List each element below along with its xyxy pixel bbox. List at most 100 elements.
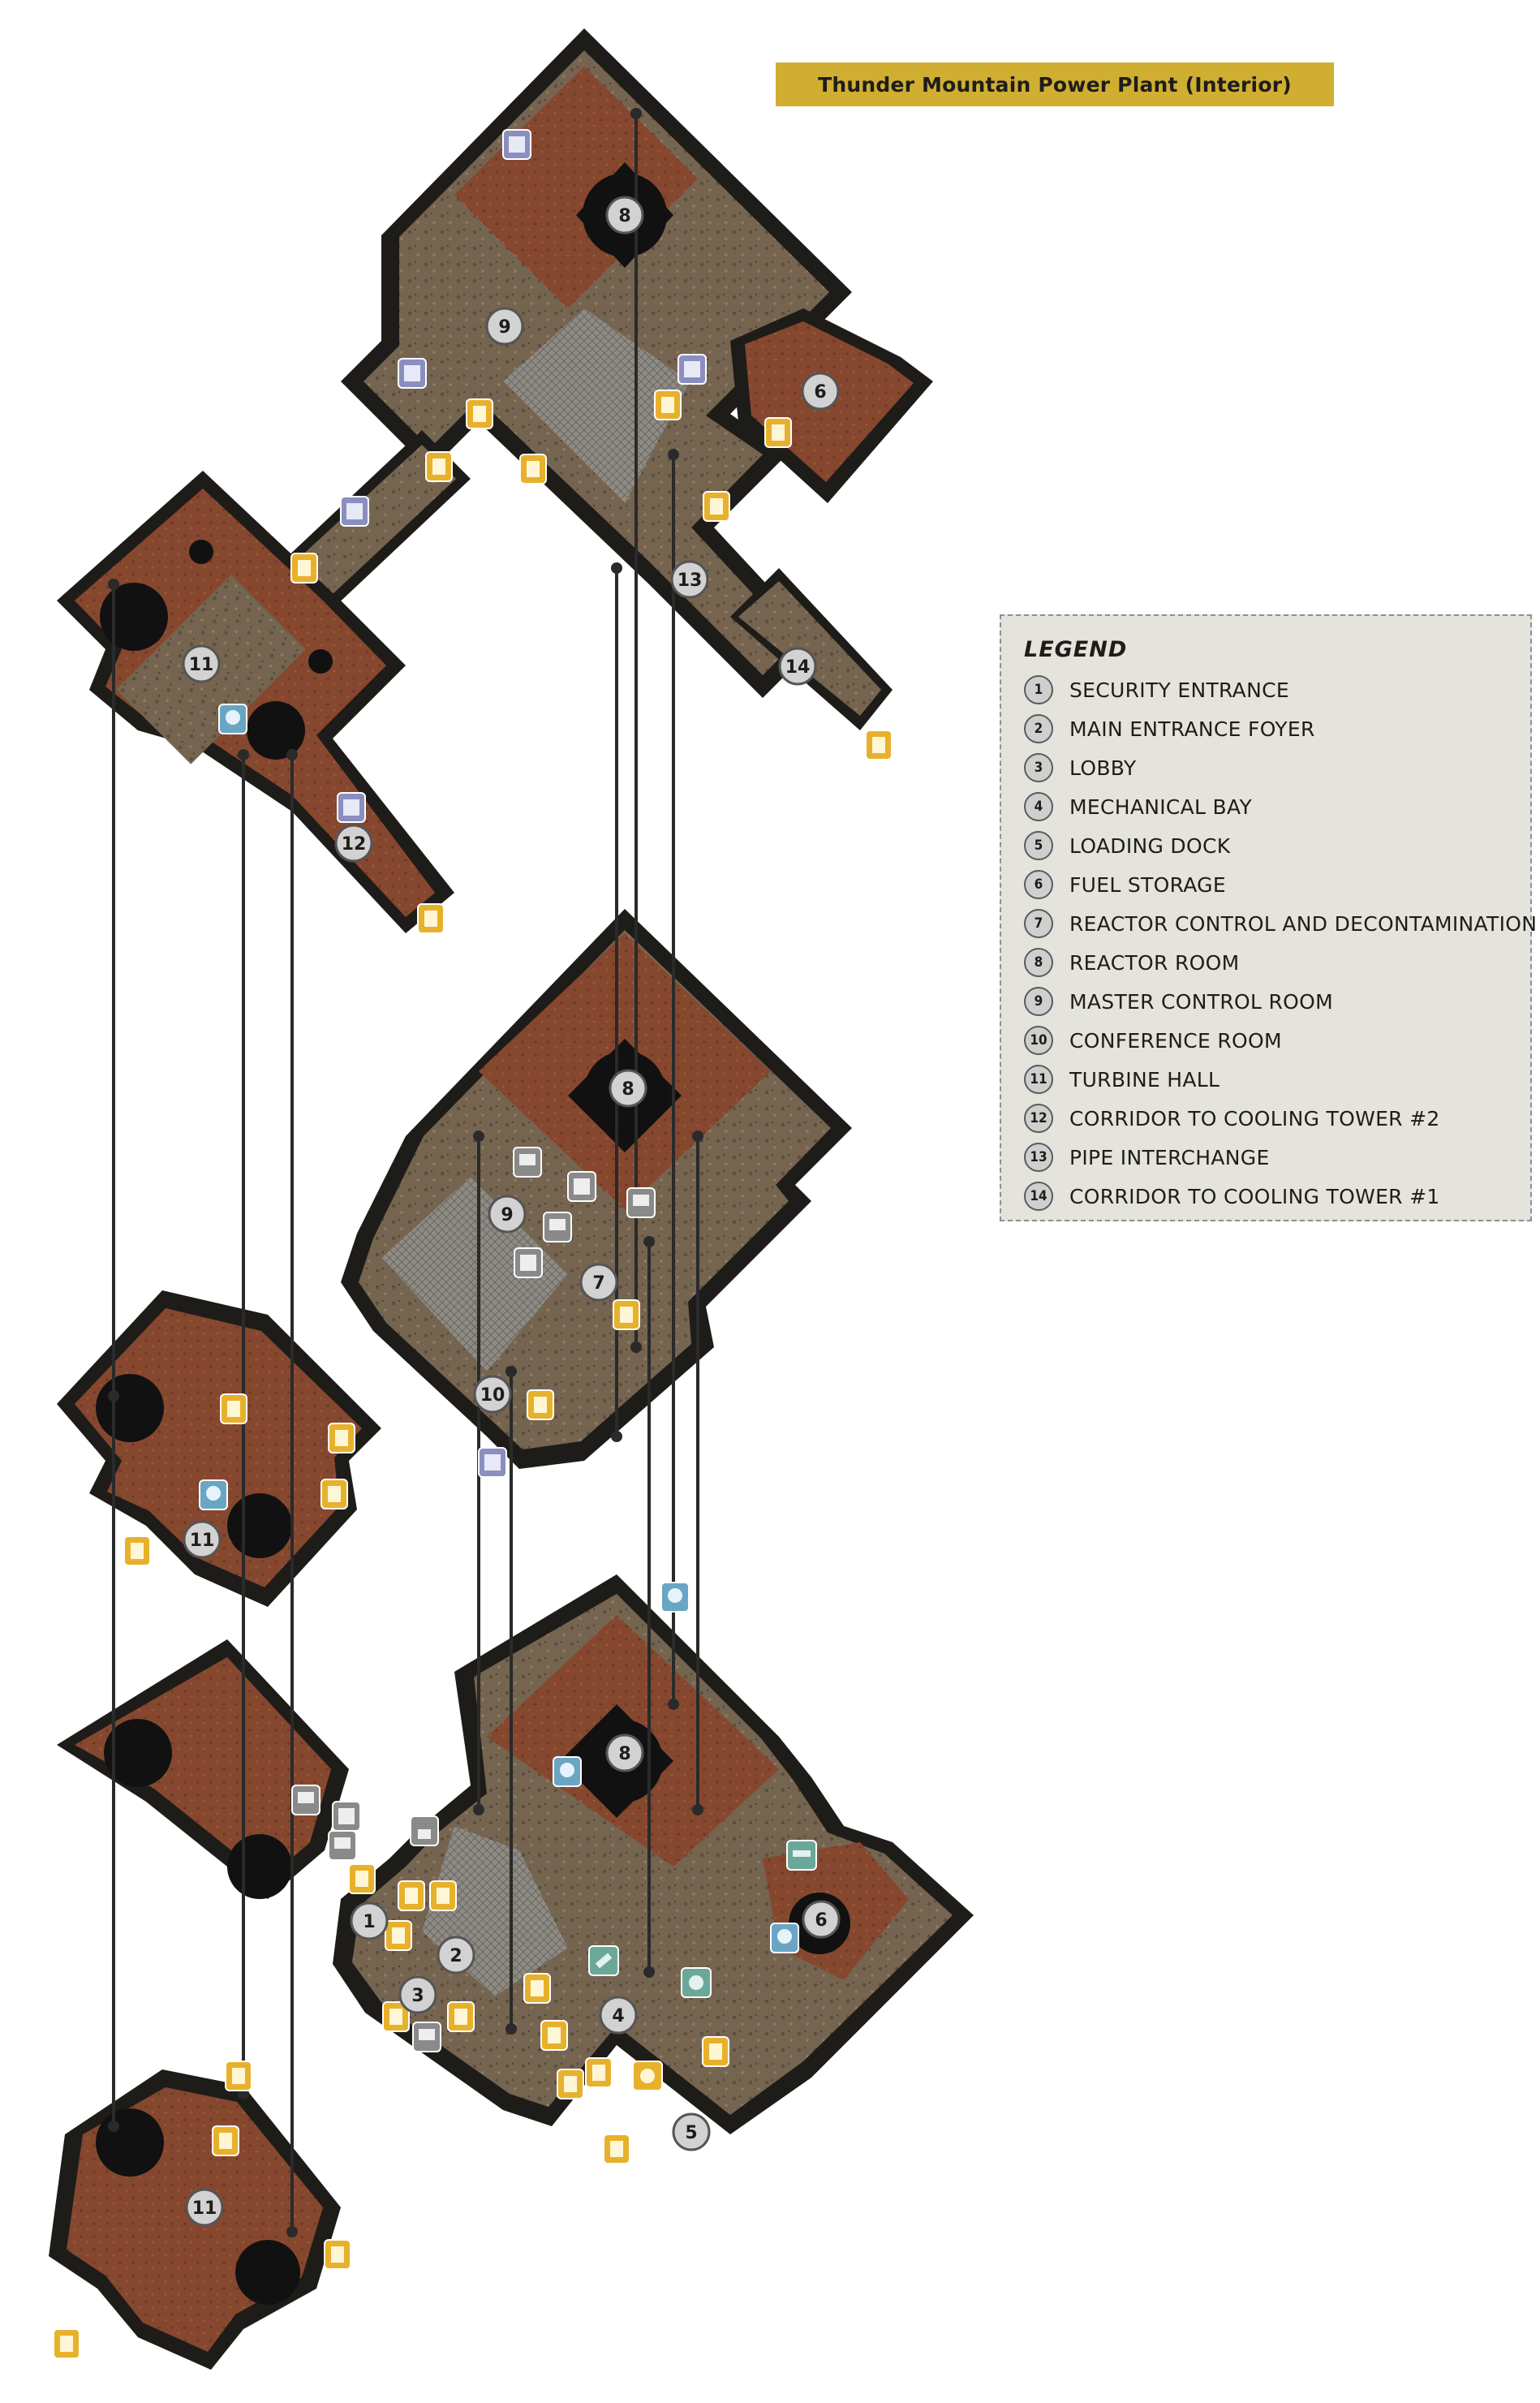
legend-item: 2 MAIN ENTRANCE FOYER <box>1024 709 1512 748</box>
legend-number-badge: 12 <box>1024 1104 1053 1133</box>
room-marker-11-bottom: 11 <box>185 2188 224 2227</box>
magazine-icon <box>678 354 707 385</box>
svg-text:8: 8 <box>618 1744 630 1764</box>
svg-text:6: 6 <box>815 1910 827 1931</box>
terminal-icon <box>513 1147 542 1178</box>
svg-text:1: 1 <box>363 1912 375 1932</box>
note-icon <box>523 1973 551 2004</box>
legend-label: REACTOR CONTROL AND DECONTAMINATION <box>1069 911 1538 936</box>
room-marker-5-bottom: 5 <box>672 2112 711 2151</box>
bobblehead-icon <box>199 1479 228 1510</box>
svg-text:3: 3 <box>411 1986 424 2006</box>
bobblehead-icon <box>553 1756 582 1787</box>
room-marker-8-top: 8 <box>605 196 644 235</box>
legend-label: MAIN ENTRANCE FOYER <box>1069 717 1315 741</box>
note-icon <box>613 1299 640 1330</box>
lock-icon <box>410 1815 439 1846</box>
note-icon <box>519 454 547 484</box>
level-top <box>57 28 933 933</box>
note-icon <box>398 1880 425 1911</box>
note-icon <box>585 2057 613 2088</box>
svg-text:9: 9 <box>501 1205 513 1225</box>
room-marker-1-bottom: 1 <box>350 1901 389 1940</box>
svg-text:4: 4 <box>612 2006 624 2026</box>
legend-item: 7 REACTOR CONTROL AND DECONTAMINATION <box>1024 904 1537 943</box>
legend-number-badge: 2 <box>1024 714 1053 743</box>
magazine-icon <box>502 129 531 160</box>
legend-label: MASTER CONTROL ROOM <box>1069 989 1333 1014</box>
note-icon <box>447 2001 475 2032</box>
room-markers: 8 9 6 13 14 11 12 8 9 7 10 11 8 6 1 2 3 … <box>182 196 841 2227</box>
magazine-icon <box>340 496 369 527</box>
legend-label: SECURITY ENTRANCE <box>1069 678 1289 702</box>
legend-number-badge: 8 <box>1024 948 1053 977</box>
svg-text:2: 2 <box>450 1946 462 1966</box>
map-title: Thunder Mountain Power Plant (Interior) <box>776 62 1334 106</box>
note-icon <box>417 903 445 934</box>
bobblehead-icon <box>770 1923 799 1953</box>
legend-number-badge: 3 <box>1024 753 1053 782</box>
svg-text:5: 5 <box>685 2123 697 2143</box>
note-icon <box>220 1393 247 1424</box>
note-icon <box>466 398 493 429</box>
note-icon <box>320 1479 348 1509</box>
note-icon <box>527 1389 554 1420</box>
note-icon <box>382 2001 410 2032</box>
legend-item: 12 CORRIDOR TO COOLING TOWER #2 <box>1024 1099 1512 1138</box>
room-marker-10-middle: 10 <box>473 1375 512 1414</box>
svg-text:14: 14 <box>785 657 811 678</box>
legend-number-badge: 9 <box>1024 987 1053 1016</box>
legend-number-badge: 7 <box>1024 909 1053 938</box>
svg-text:11: 11 <box>190 1531 215 1551</box>
room-marker-8-bottom: 8 <box>605 1733 644 1772</box>
note-icon <box>702 2036 729 2067</box>
room-marker-6-bottom: 6 <box>802 1900 841 1939</box>
note-icon <box>123 1535 151 1566</box>
armor-icon <box>632 2061 663 2091</box>
note-icon <box>212 2125 239 2156</box>
svg-text:7: 7 <box>592 1273 604 1294</box>
legend-label: MECHANICAL BAY <box>1069 795 1253 819</box>
svg-text:8: 8 <box>618 206 630 226</box>
terminal-icon <box>567 1171 596 1202</box>
armor-icon <box>681 1967 712 1998</box>
legend-label: CONFERENCE ROOM <box>1069 1028 1282 1053</box>
note-icon <box>53 2328 80 2359</box>
magazine-icon <box>337 792 366 823</box>
room-marker-3-bottom: 3 <box>398 1975 437 2014</box>
room-marker-9-top: 9 <box>485 307 524 346</box>
item-icons <box>53 129 893 2359</box>
note-icon <box>290 553 318 584</box>
legend-number-badge: 14 <box>1024 1182 1053 1211</box>
svg-text:11: 11 <box>192 2198 217 2219</box>
room-marker-8-middle: 8 <box>609 1069 647 1108</box>
svg-text:13: 13 <box>678 571 703 591</box>
note-icon <box>348 1863 376 1894</box>
magazine-icon <box>478 1447 507 1478</box>
level-connectors <box>112 114 699 2232</box>
legend-label: CORRIDOR TO COOLING TOWER #2 <box>1069 1106 1440 1130</box>
note-icon <box>225 2061 252 2091</box>
bobblehead-icon <box>660 1582 690 1613</box>
terminal-icon <box>514 1247 543 1278</box>
legend-label: TURBINE HALL <box>1069 1067 1220 1092</box>
weapon-icon <box>786 1840 817 1871</box>
note-icon <box>703 491 730 522</box>
legend-title: LEGEND <box>1024 637 1128 662</box>
room-marker-6-top: 6 <box>801 372 840 411</box>
legend-item: 9 MASTER CONTROL ROOM <box>1024 982 1512 1021</box>
terminal-icon <box>332 1801 361 1832</box>
note-icon <box>429 1880 457 1911</box>
legend-number-badge: 10 <box>1024 1026 1053 1055</box>
note-icon <box>603 2134 630 2164</box>
terminal-icon <box>328 1830 357 1861</box>
